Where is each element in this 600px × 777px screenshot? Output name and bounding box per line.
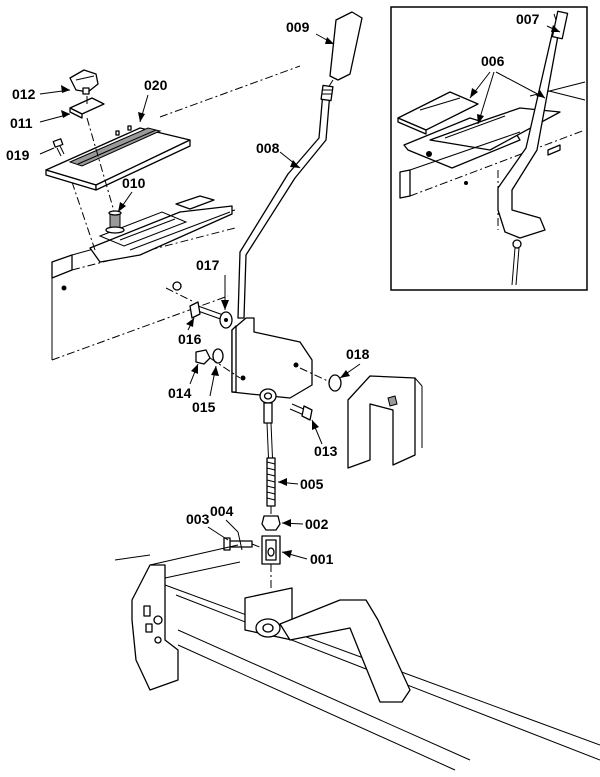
callout-011: 011 (10, 115, 33, 131)
bolt-010 (105, 210, 125, 234)
callout-012: 012 (12, 86, 36, 102)
callout-008: 008 (256, 140, 280, 156)
washer-015 (212, 348, 224, 364)
shift-arm (244, 587, 411, 703)
callout-018: 018 (346, 346, 370, 362)
callout-001: 001 (310, 551, 334, 567)
screw-019 (52, 138, 65, 157)
callout-004: 004 (210, 503, 234, 519)
callout-009: 009 (286, 19, 310, 35)
plate-011 (69, 97, 105, 119)
clevis-001 (261, 535, 281, 565)
pin-003 (223, 537, 253, 551)
nut-014 (195, 349, 211, 365)
callout-007: 007 (516, 11, 540, 27)
callout-020: 020 (144, 77, 168, 93)
callout-002: 002 (305, 516, 329, 532)
callout-010: 010 (122, 175, 146, 191)
callout-017: 017 (196, 257, 220, 273)
nut-002 (261, 515, 281, 531)
callout-015: 015 (192, 399, 216, 415)
callout-003: 003 (186, 511, 210, 527)
callout-016: 016 (178, 331, 202, 347)
knob-012 (69, 69, 99, 95)
lever-bracket (231, 317, 313, 399)
clip-004 (237, 531, 243, 551)
bolt-013 (289, 403, 313, 421)
callout-013: 013 (314, 443, 338, 459)
shift-plate-020 (45, 125, 191, 191)
inset-view (390, 6, 588, 291)
grip-009 (320, 11, 363, 102)
callout-014: 014 (168, 385, 192, 401)
control-rod-005 (266, 422, 276, 507)
washer-018 (328, 374, 342, 392)
pivot-bracket (347, 375, 423, 469)
ball-joint (259, 388, 277, 424)
callout-019: 019 (6, 147, 30, 163)
callout-005: 005 (300, 476, 324, 492)
shift-lever-008 (237, 91, 331, 319)
callout-labels: 009 007 006 008 020 012 011 019 010 017 … (6, 11, 540, 567)
callout-006: 006 (481, 53, 505, 69)
leader-lines (39, 25, 561, 560)
